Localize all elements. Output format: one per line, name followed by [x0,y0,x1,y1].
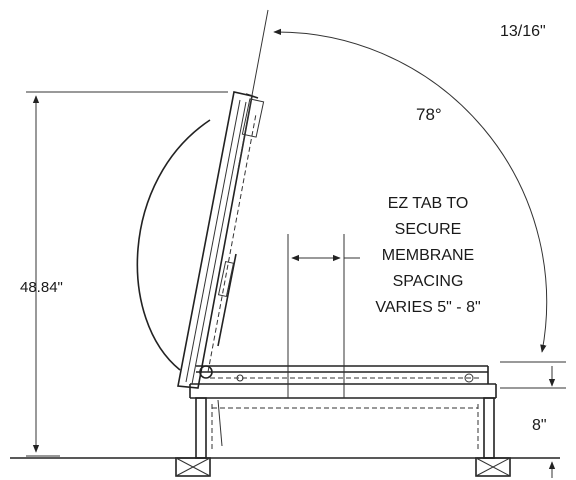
hinge [199,365,213,379]
angle-arc [273,28,548,353]
curb-height-label: 8" [532,417,547,434]
curb-height-dimension [500,361,566,478]
curb [189,383,497,459]
top-fraction-label: 13/16" [500,23,546,40]
right-nailer-block [475,457,511,477]
note-line-1: EZ TAB TO [388,195,469,212]
note-line-3: MEMBRANE [382,247,474,264]
note-line-2: SECURE [395,221,462,238]
height-label: 48.84" [20,279,63,296]
left-nailer-block [175,457,211,477]
spacing-dimension [287,234,360,398]
note-line-4: SPACING [393,273,464,290]
gas-spring [217,253,237,347]
note-line-5: VARIES 5" - 8" [375,299,480,316]
angle-reference-line [237,9,269,171]
opened-cover [177,91,265,389]
hatch-frame [196,365,489,384]
dome [136,119,211,371]
angle-label: 78° [416,105,442,124]
height-dimension [26,91,228,457]
